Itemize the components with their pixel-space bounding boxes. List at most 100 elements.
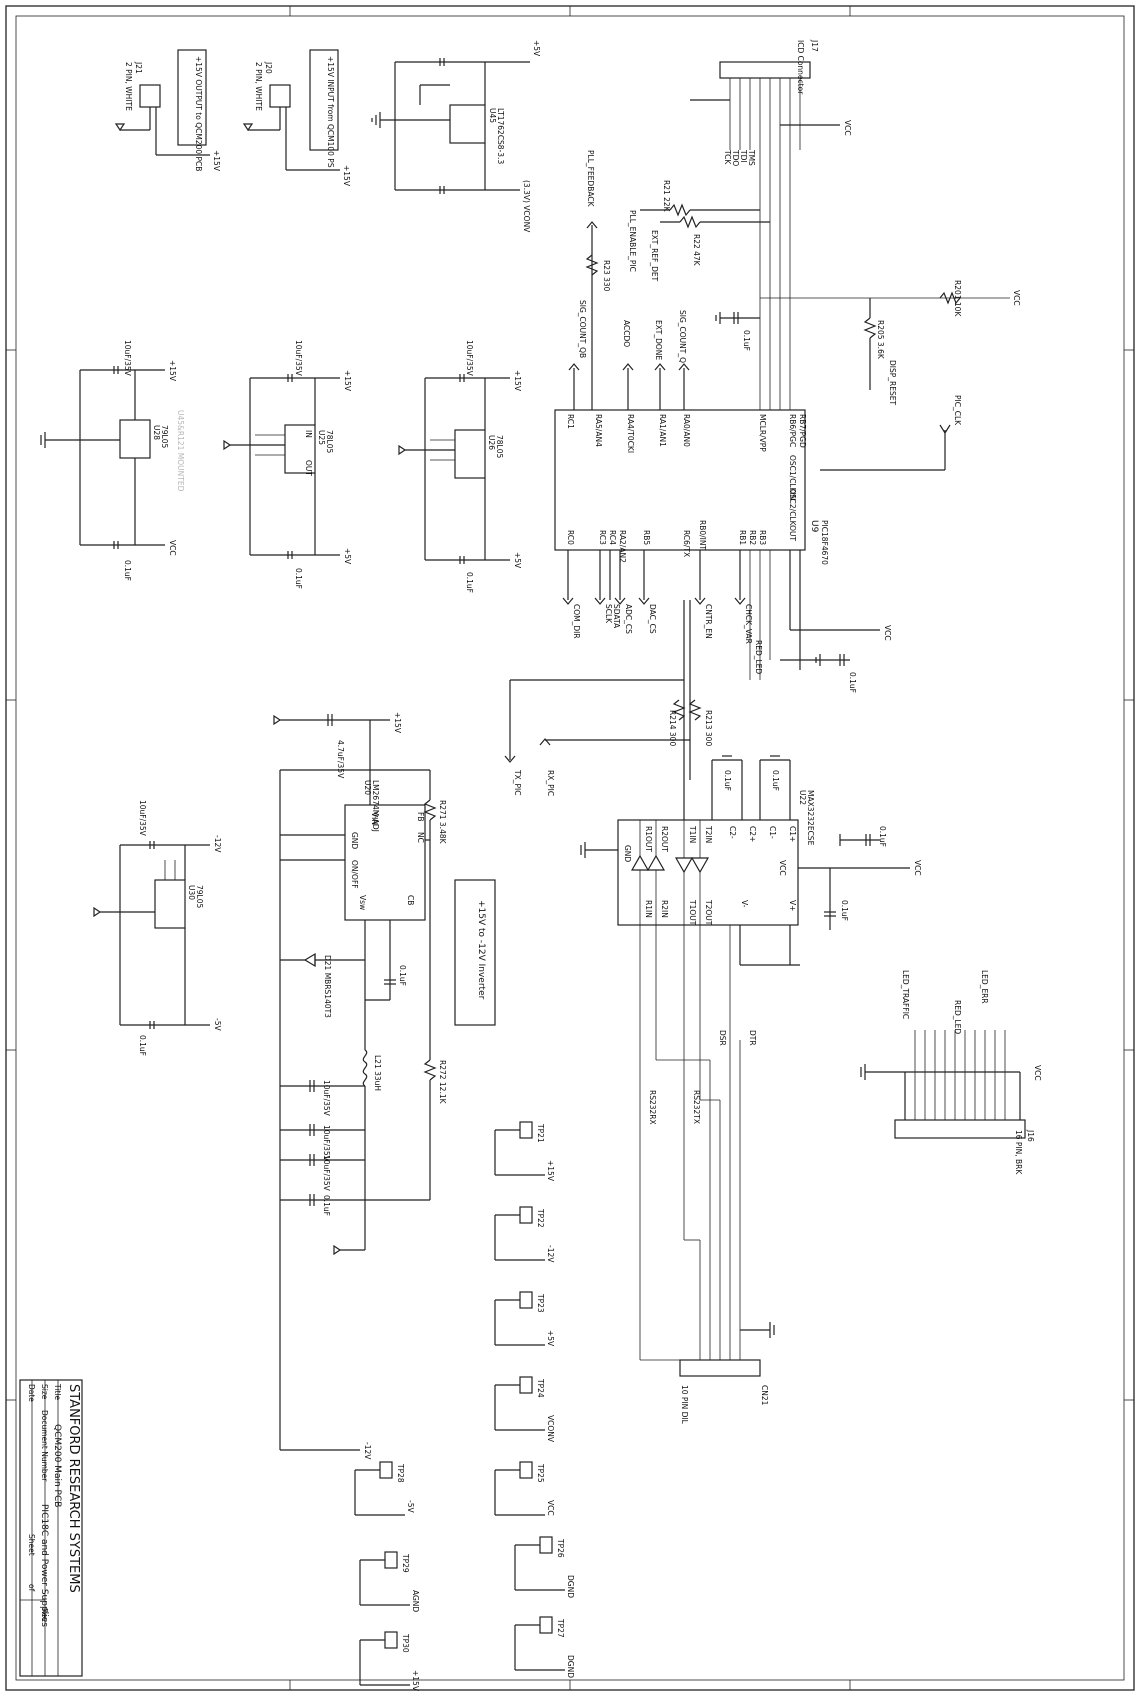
not-mounted-note: U45&R121 MOUNTED <box>176 410 185 492</box>
svg-text:PIC_CLK: PIC_CLK <box>953 395 962 426</box>
testpoint-ref: TP21 <box>536 1123 545 1143</box>
svg-text:79L05: 79L05 <box>160 425 169 448</box>
rev-label: Rev <box>40 1608 49 1622</box>
mcu-top-nets: SIG_COUNT_QB ACCDO EXT_DONE SIG_COUNT_Q <box>568 300 690 410</box>
svg-text:VCC: VCC <box>778 860 787 876</box>
svg-text:U28: U28 <box>152 425 161 440</box>
svg-text:R21 22K: R21 22K <box>662 180 671 213</box>
svg-text:10uF/35V: 10uF/35V <box>123 340 132 377</box>
svg-text:PLL_FEEDBACK: PLL_FEEDBACK <box>586 150 595 208</box>
svg-text:U30: U30 <box>187 885 196 900</box>
title-value: QCM200 Main PCB <box>52 1424 62 1507</box>
j20-ref: J20 <box>264 61 273 74</box>
svg-text:0.1uF: 0.1uF <box>878 826 887 847</box>
testpoint-tp21: TP21+15V <box>494 1121 555 1182</box>
svg-text:R272 12.1K: R272 12.1K <box>438 1060 447 1105</box>
testpoint-ref: TP23 <box>536 1293 545 1313</box>
testpoint-net: AGND <box>411 1590 420 1612</box>
svg-text:CNTR_EN: CNTR_EN <box>704 604 713 639</box>
svg-text:R23 330: R23 330 <box>602 260 611 292</box>
j21-ref: J21 <box>134 61 143 74</box>
svg-text:VIN: VIN <box>370 812 379 825</box>
svg-text:R214 300: R214 300 <box>668 710 677 746</box>
svg-text:RC0: RC0 <box>566 530 575 545</box>
svg-text:0.1uF: 0.1uF <box>742 330 751 351</box>
svg-text:R271 3.48K: R271 3.48K <box>438 800 447 845</box>
svg-text:78L05: 78L05 <box>325 430 334 453</box>
svg-text:0.1uF: 0.1uF <box>723 770 732 791</box>
svg-text:RED_LED: RED_LED <box>953 1000 962 1034</box>
svg-text:0.1uF: 0.1uF <box>840 900 849 921</box>
svg-text:R1OUT: R1OUT <box>644 826 653 852</box>
icd-nets <box>759 150 1010 410</box>
serial-lines: R213 300 R214 300 TX_PIC RX_PIC <box>504 600 713 820</box>
svg-text:C1+: C1+ <box>788 826 797 842</box>
regulator-u25: U25 78L05 +15V +5V 10uF/35V 0.1uF IN OUT <box>223 340 352 589</box>
testpoint-tp28: TP28-5V <box>354 1461 415 1516</box>
j20-net: +15V <box>342 165 351 187</box>
u45-part: LT1762CS8-3.3 <box>496 108 505 164</box>
osc-input: PIC_CLK <box>820 395 962 471</box>
testpoint-tp30: TP30+15V <box>359 1631 420 1692</box>
svg-text:0.1uF: 0.1uF <box>771 770 780 791</box>
svg-text:V-: V- <box>740 900 749 908</box>
svg-text:RA4/T0CKI: RA4/T0CKI <box>626 414 635 453</box>
svg-text:GND: GND <box>623 845 632 862</box>
output-note-box <box>177 49 207 146</box>
resistor-r22: R22 47K EXT_REF_DET <box>650 215 770 282</box>
j17-ref: J17 <box>810 39 819 52</box>
svg-text:0.1uF: 0.1uF <box>294 568 303 589</box>
svg-text:R213 300: R213 300 <box>704 710 713 746</box>
svg-text:PLL_ENABLE_PIC: PLL_ENABLE_PIC <box>628 210 637 272</box>
title-label: Title <box>53 1383 62 1400</box>
u9-ref: U9 <box>809 520 819 533</box>
connector-j17: J17 ICD Connector VCC TCK TDO TDI TMS <box>690 39 852 166</box>
svg-text:0.1uF: 0.1uF <box>398 965 407 986</box>
svg-text:RB0/INT: RB0/INT <box>698 520 707 550</box>
inverter-note-box <box>454 879 496 1026</box>
mcu-u9: U9 PIC18F4670 OSC1/CLKIN OSC2/CLKOUT RB7… <box>554 409 829 565</box>
svg-text:T2IN: T2IN <box>704 825 713 843</box>
svg-text:10uF/35V: 10uF/35V <box>322 1080 331 1117</box>
svg-text:U20: U20 <box>363 780 372 795</box>
svg-text:RED_LED: RED_LED <box>754 640 763 674</box>
connector-j20: J20 2 PIN, WHITE +15V <box>242 61 351 187</box>
rs232-u22: U22 MAX3232ECSE VCC VCC GND C1+ C1- C2+ … <box>580 755 922 966</box>
svg-text:VCC: VCC <box>913 860 922 876</box>
u45-out-net: (3.3V) VCONV <box>522 180 531 233</box>
testpoint-net: -12V <box>546 1245 555 1263</box>
svg-text:4.7uF/35V: 4.7uF/35V <box>336 740 345 779</box>
svg-text:VCC: VCC <box>168 540 177 556</box>
date-label: Date <box>27 1384 36 1402</box>
svg-text:10uF/35V: 10uF/35V <box>138 800 147 837</box>
svg-text:RS232TX: RS232TX <box>692 1090 701 1124</box>
svg-text:VCC: VCC <box>1012 290 1021 306</box>
svg-text:LED_TRAFFIC: LED_TRAFFIC <box>901 970 910 1019</box>
testpoint-tp22: TP22-12V <box>494 1206 555 1263</box>
svg-text:RB7/PGD: RB7/PGD <box>798 414 807 448</box>
svg-text:RX_PIC: RX_PIC <box>546 770 555 796</box>
svg-text:RB2: RB2 <box>748 530 757 545</box>
svg-text:RS232RX: RS232RX <box>648 1090 657 1125</box>
svg-text:ON/OFF: ON/OFF <box>350 860 359 889</box>
svg-text:C2-: C2- <box>728 826 737 839</box>
docnum-label: Document Number <box>40 1410 49 1482</box>
rs232-lines: RS232RX RS232TX DSR DTR <box>639 925 757 1361</box>
regulator-u28: U28 79L05 U45&R121 MOUNTED +15V VCC 10uF… <box>40 340 185 581</box>
svg-text:RB6/PGC: RB6/PGC <box>788 414 797 447</box>
svg-text:U26: U26 <box>487 435 496 450</box>
svg-text:DSR: DSR <box>718 1030 727 1046</box>
svg-text:R205 3.6K: R205 3.6K <box>876 320 885 360</box>
svg-text:FB: FB <box>416 812 425 821</box>
mcu-vdd-net: VCC 0.1uF <box>780 550 892 693</box>
svg-text:T1IN: T1IN <box>688 825 697 843</box>
u45-ref: U45 <box>488 108 497 123</box>
svg-text:CN21: CN21 <box>760 1385 769 1406</box>
j20-type: 2 PIN, WHITE <box>254 62 263 111</box>
svg-text:10uF/35V: 10uF/35V <box>465 340 474 377</box>
svg-text:DAC_CS: DAC_CS <box>648 604 657 634</box>
